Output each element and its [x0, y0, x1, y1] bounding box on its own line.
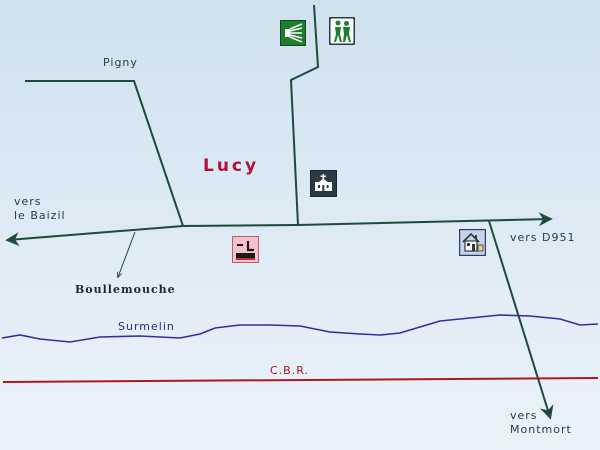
gite-house-icon[interactable]	[459, 229, 486, 256]
label-boullemouche: Boullemouche	[75, 283, 176, 296]
signpost-icon[interactable]	[280, 20, 306, 46]
road-pigny	[25, 80, 184, 227]
label-lucy: Lucy	[203, 156, 260, 176]
surmelin-river	[1, 314, 599, 343]
boullemouche-pointer	[118, 231, 136, 277]
road-north	[289, 4, 320, 226]
road-to-d951	[297, 212, 553, 227]
label-pigny: Pigny	[103, 56, 138, 69]
label-vers-le-baizil-1: vers	[14, 195, 42, 208]
label-vers-d951: vers D951	[510, 231, 576, 244]
road-to-montmort	[488, 220, 554, 420]
label-vers-le-baizil-2: le Baizil	[14, 209, 66, 222]
label-vers-montmort-2: Montmort	[510, 423, 572, 436]
label-vers-montmort-1: vers	[510, 409, 538, 422]
label-surmelin: Surmelin	[118, 320, 175, 333]
label-cbr: C.B.R.	[270, 364, 309, 377]
road-center	[182, 224, 299, 227]
church-icon[interactable]	[310, 170, 337, 197]
hikers-icon[interactable]	[329, 17, 355, 45]
cbr-line	[2, 377, 599, 383]
road-to-le-baizil	[5, 225, 184, 247]
laundry-icon[interactable]	[232, 236, 259, 263]
